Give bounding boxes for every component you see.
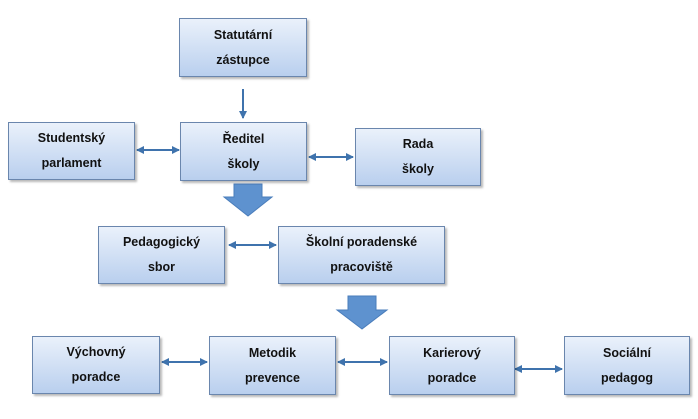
- box-label-line2: zástupce: [216, 52, 270, 67]
- box-statutarni-zastupce: Statutární zástupce: [179, 18, 307, 77]
- box-label-line2: pracoviště: [330, 260, 393, 274]
- box-label-line2: parlament: [41, 156, 102, 170]
- box-label-line1: Sociální: [603, 345, 651, 360]
- chevron-arrow-down-1: [222, 183, 274, 217]
- box-label-line1: Pedagogický: [122, 235, 201, 249]
- box-label-line2: prevence: [245, 370, 300, 385]
- box-label-line2: poradce: [427, 370, 477, 385]
- box-label-line2: školy: [227, 156, 260, 171]
- box-label-line2: sbor: [147, 260, 176, 274]
- box-rada-skoly: Rada školy: [355, 128, 481, 186]
- box-label-line1: Metodik: [248, 345, 297, 360]
- box-label-line1: Statutární: [213, 27, 273, 42]
- box-reditel-skoly: Ředitel školy: [180, 122, 307, 181]
- box-label-line2: školy: [402, 162, 434, 176]
- box-karierovy-poradce: Karierový poradce: [389, 336, 515, 395]
- box-socialni-pedagog: Sociální pedagog: [564, 336, 690, 395]
- box-label-line1: Ředitel: [222, 131, 265, 146]
- box-pedagogicky-sbor: Pedagogický sbor: [98, 226, 225, 284]
- box-label-line1: Školní poradenské: [305, 235, 418, 249]
- box-label-line1: Karierový: [423, 345, 481, 360]
- box-studentsky-parlament: Studentský parlament: [8, 122, 135, 180]
- box-label-line2: poradce: [71, 370, 121, 384]
- box-label-line1: Rada: [402, 137, 434, 151]
- chevron-arrow-down-2: [335, 295, 389, 330]
- box-vychovny-poradce: Výchovný poradce: [32, 336, 160, 394]
- box-label-line2: pedagog: [600, 370, 654, 385]
- box-label-line1: Studentský: [37, 131, 106, 145]
- box-skolni-poradenske-pracoviste: Školní poradenské pracoviště: [278, 226, 445, 284]
- box-metodik-prevence: Metodik prevence: [209, 336, 336, 395]
- box-label-line1: Výchovný: [66, 345, 126, 359]
